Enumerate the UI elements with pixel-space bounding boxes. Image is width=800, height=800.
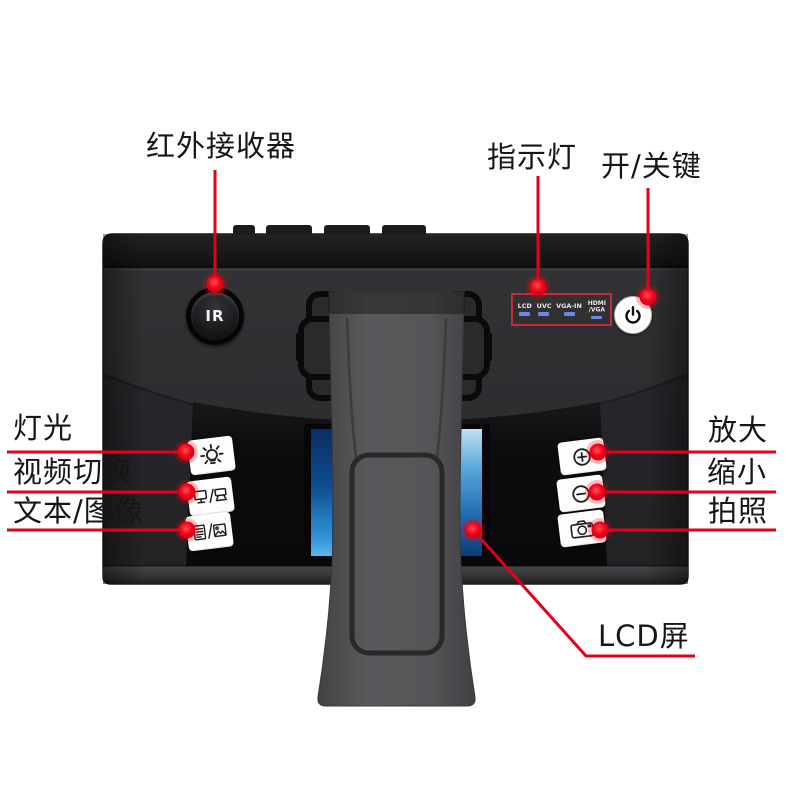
label-ir-receiver: 红外接收器 [146, 129, 297, 163]
document-image-icon [192, 523, 227, 541]
indicator-lcd: LCD [517, 303, 532, 316]
uvc-led [538, 312, 550, 316]
zoom-in-button[interactable] [557, 437, 607, 476]
label-indicator-light: 指示灯 [487, 140, 578, 174]
photo-button[interactable] [557, 509, 607, 548]
lcd-led [518, 312, 530, 316]
left-bevel [103, 234, 145, 584]
zoom-out-button[interactable] [556, 474, 606, 513]
stand-arm [317, 291, 476, 707]
indicator-vga-in: VGA-IN [555, 303, 583, 316]
stand-arm-crease-left [345, 317, 358, 459]
label-zoom-out: 缩小 [707, 455, 768, 489]
ir-receiver-button[interactable]: IR [186, 287, 244, 345]
hdmi-vga-led [590, 315, 602, 320]
head-top-band [103, 234, 688, 266]
light-button[interactable] [187, 435, 236, 476]
stand-arm-cap [328, 292, 465, 314]
label-video-switch: 视频切换 [13, 455, 134, 489]
right-bevel [646, 234, 688, 584]
plus-circle-icon [573, 447, 591, 466]
minus-circle-icon [572, 484, 590, 503]
indicator-hdmi-vga: HDMI /VGA [587, 300, 607, 320]
stand-arm-groove [349, 452, 445, 656]
label-power-key: 开/关键 [601, 149, 702, 183]
label-photo: 拍照 [708, 494, 769, 528]
text-image-button[interactable] [185, 511, 234, 552]
display-switch-icon [193, 487, 227, 504]
video-switch-button[interactable] [186, 476, 235, 517]
indicator-uvc: UVC [536, 303, 552, 316]
label-text-image: 文本/图像 [13, 494, 144, 528]
label-lcd-screen: LCD屏 [598, 619, 690, 653]
lcd-screen-left-slice [311, 429, 332, 556]
light-bulb-icon [199, 443, 224, 464]
indicator-panel: LCD UVC VGA-IN HDMI /VGA [511, 293, 612, 326]
label-light: 灯光 [13, 411, 74, 445]
power-button[interactable] [614, 296, 652, 334]
vga-in-led [563, 312, 575, 316]
label-zoom-in: 放大 [708, 413, 769, 447]
ir-receiver-label: IR [205, 307, 225, 325]
stand-arm-crease-right [435, 317, 448, 459]
camera-icon [570, 519, 595, 539]
power-icon [625, 306, 641, 324]
